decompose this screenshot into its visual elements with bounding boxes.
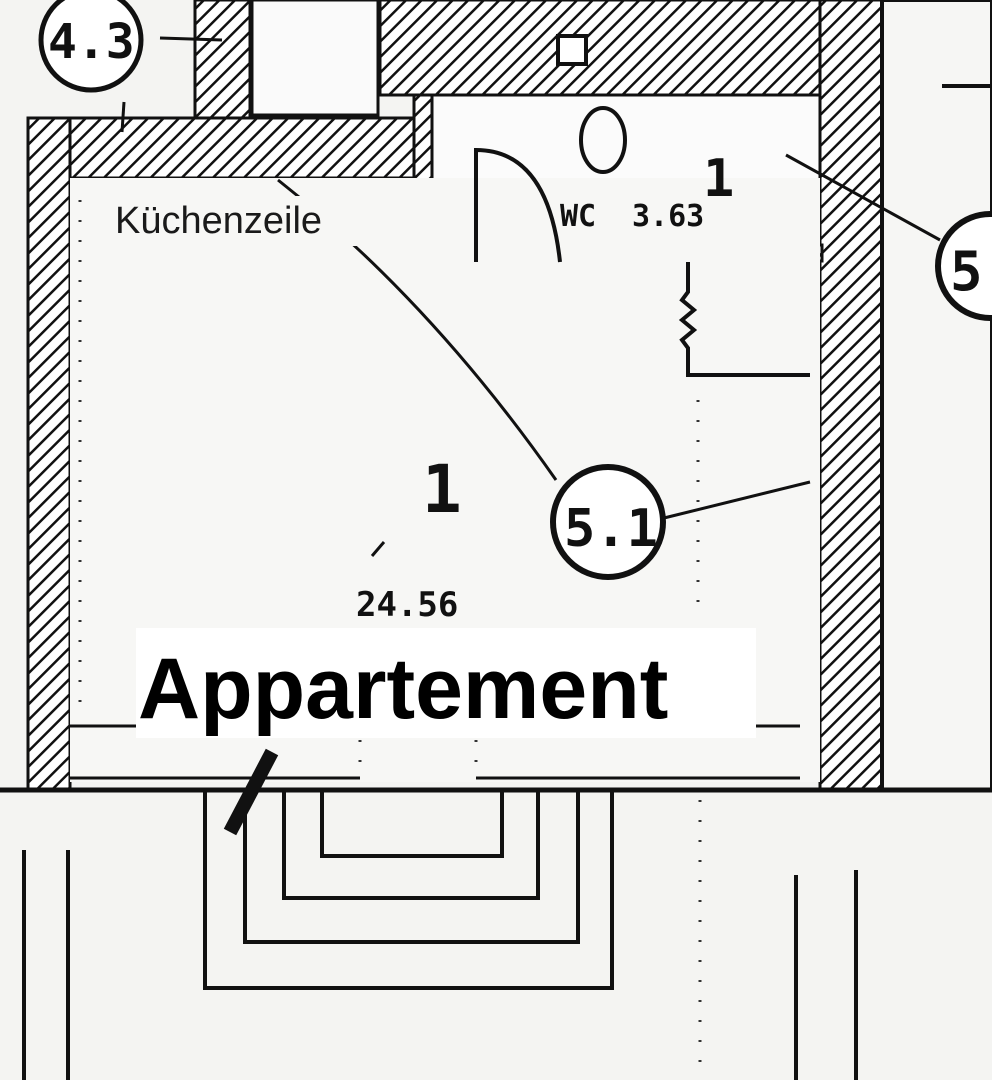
- wall-top-left: [26, 116, 422, 180]
- radiator-icon: [678, 262, 810, 377]
- wc-label: WC: [560, 199, 596, 234]
- wall-left: [26, 116, 72, 792]
- main-room-number: 1: [422, 451, 462, 528]
- right-neighbour: [880, 0, 992, 792]
- marker-circle-5-1: [550, 464, 666, 580]
- marker-circle-4-3: [38, 0, 144, 93]
- area-tick: [370, 541, 386, 557]
- dotted-guides: [78, 200, 702, 1080]
- apartment-label-bg: [136, 628, 756, 738]
- marker-4-3: 4.3: [48, 14, 135, 70]
- marker-circle-5-right: [935, 211, 992, 321]
- marker-5-right: 5: [950, 240, 983, 303]
- wc-area: 3.63: [632, 199, 704, 234]
- outdoor-columns: [22, 850, 858, 1080]
- marker-5-1: 5.1: [564, 499, 658, 559]
- wall-top-band: [378, 0, 882, 97]
- main-room-area: 24.56: [356, 585, 458, 625]
- toilet-icon: [579, 106, 627, 174]
- entrance-steps: [203, 748, 614, 990]
- kitchen-label: Küchenzeile: [115, 200, 322, 242]
- apartment-label: Appartement: [138, 641, 668, 737]
- vent-square: [556, 34, 588, 66]
- wall-top-left-stub: [193, 0, 252, 122]
- wc-room-number: 1: [703, 149, 734, 209]
- kitchen-label-bg: [112, 196, 378, 246]
- shaft-top: [250, 0, 380, 117]
- bottom-wall: [0, 724, 992, 793]
- door-swing-icon: [474, 147, 562, 263]
- wall-right: [818, 0, 884, 792]
